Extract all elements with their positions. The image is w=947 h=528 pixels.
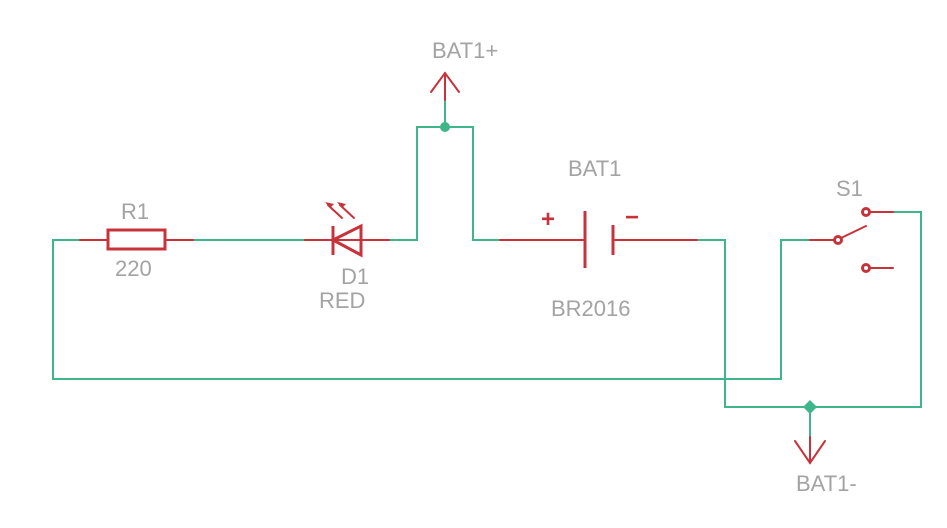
junction-dot-pos [440, 122, 450, 132]
wire-led-bat[interactable] [388, 126, 501, 241]
plus-icon: + [541, 206, 555, 233]
wires [52, 99, 922, 438]
arrow-down-icon [794, 440, 826, 465]
resistor-icon [106, 228, 167, 251]
minus-icon: − [625, 204, 639, 231]
switch-s1[interactable]: S1 [809, 176, 894, 273]
switch-pin-common [833, 235, 843, 245]
switch-pin-top [861, 207, 871, 217]
arrow-up-icon [430, 71, 460, 93]
resistor-r1[interactable]: R1 220 [79, 199, 194, 281]
supply-neg-symbol[interactable]: BAT1- [794, 436, 857, 496]
s1-name: S1 [836, 176, 863, 201]
supply-pos-symbol[interactable]: BAT1+ [430, 38, 498, 101]
d1-name: D1 [341, 264, 369, 289]
switch-pin-bottom [861, 263, 871, 273]
d1-value: RED [319, 288, 365, 313]
battery-bat1[interactable]: + − BAT1 BR2016 [499, 156, 698, 321]
bat1-name: BAT1 [568, 156, 621, 181]
light-emission-icon [325, 202, 355, 219]
bat1-value: BR2016 [551, 296, 631, 321]
r1-value: 220 [115, 256, 152, 281]
r1-name: R1 [121, 199, 149, 224]
supply-pos-label: BAT1+ [432, 38, 498, 63]
supply-neg-label: BAT1- [796, 471, 857, 496]
wire-r1-left-loop[interactable] [52, 239, 811, 380]
led-diode-icon [329, 223, 363, 258]
switch-lever-icon [840, 225, 867, 239]
junction-diamond-neg [803, 400, 817, 414]
wire-bat-neg[interactable] [696, 211, 922, 408]
led-d1[interactable]: D1 RED [304, 202, 390, 313]
